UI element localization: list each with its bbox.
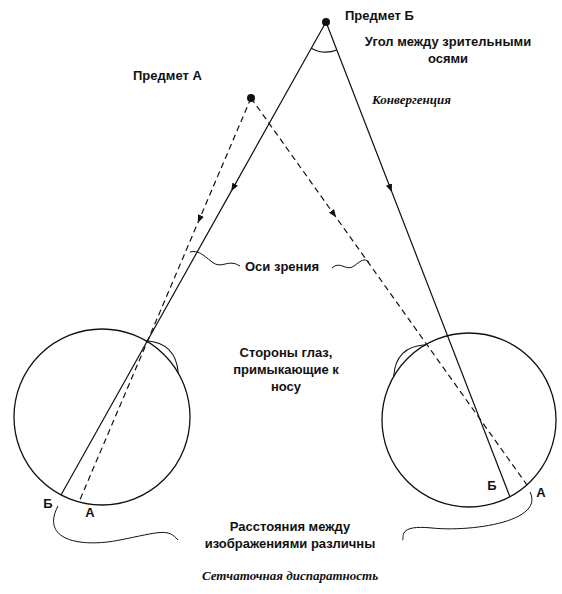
- light-ray: [326, 22, 510, 497]
- diagram-label: Конвергенция: [372, 92, 451, 109]
- leader-line: [54, 506, 178, 543]
- cornea: [394, 345, 426, 377]
- diagram-label: А: [536, 485, 545, 502]
- cornea: [146, 341, 178, 373]
- diagram-label: Угол между зрительными осями: [353, 34, 543, 68]
- light-ray: [251, 98, 527, 485]
- diagram-label: Предмет Б: [345, 8, 414, 25]
- diagram-label: Сетчаточная диспаратность: [202, 568, 378, 585]
- light-ray: [61, 22, 326, 495]
- diagram-label: Стороны глаз, примыкающие к носу: [221, 345, 351, 396]
- diagram-label: Предмет А: [133, 68, 202, 85]
- diagram-label: Оси зрения: [245, 259, 319, 276]
- diagram-label: Расстояния между изображениями различны: [185, 519, 395, 553]
- leader-line: [190, 251, 240, 266]
- light-ray: [79, 98, 251, 502]
- leader-line: [332, 260, 369, 268]
- left-eye: [14, 329, 190, 505]
- diagram-label: А: [85, 505, 94, 522]
- angle-arc: [311, 48, 337, 52]
- leader-line: [402, 492, 532, 540]
- diagram-label: Б: [487, 478, 496, 495]
- right-eye: [382, 333, 556, 507]
- diagram-label: Б: [43, 496, 52, 513]
